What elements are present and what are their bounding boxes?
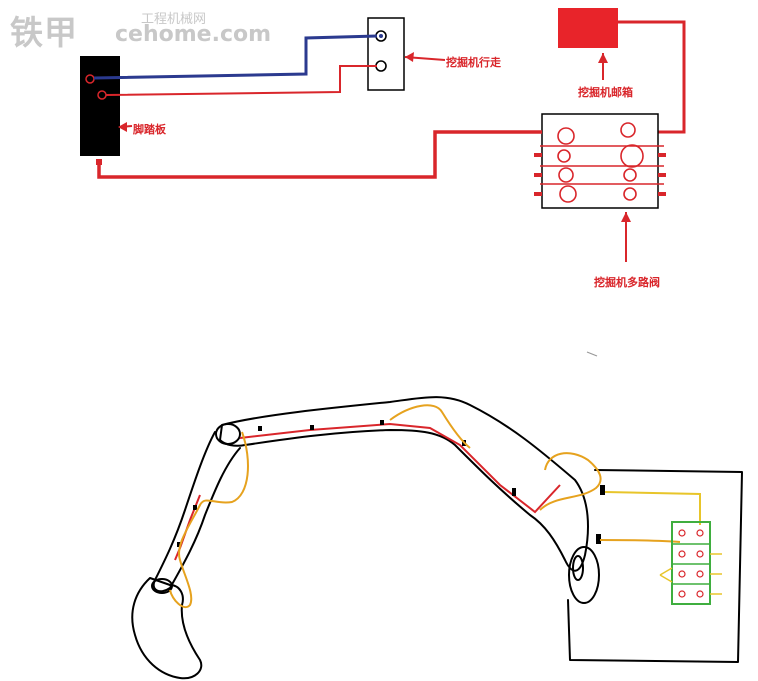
boom-red-line bbox=[239, 422, 561, 514]
red-pilot-line bbox=[105, 65, 377, 96]
valve-arrow-head bbox=[621, 212, 631, 222]
boom-foot bbox=[568, 546, 600, 604]
orange-hose-boom bbox=[389, 404, 471, 449]
valve-port bbox=[557, 127, 575, 145]
boom-joint bbox=[215, 423, 241, 445]
bucket-outline bbox=[131, 577, 203, 680]
travel-port-1-dot bbox=[379, 34, 383, 38]
bucket-pin bbox=[151, 578, 173, 594]
green-valve-block bbox=[659, 521, 722, 605]
valve-port bbox=[620, 144, 644, 168]
watermark-brand: 铁甲 bbox=[10, 13, 78, 52]
valve-rods bbox=[540, 145, 664, 185]
orange-hose-arm bbox=[169, 431, 249, 609]
valve-port bbox=[623, 187, 637, 201]
pedal-port-3 bbox=[96, 159, 102, 165]
valve-port bbox=[558, 167, 574, 183]
stick-outline bbox=[152, 431, 241, 593]
valve-port bbox=[620, 122, 636, 138]
pedal-block bbox=[80, 56, 120, 156]
tank-return-line bbox=[618, 20, 686, 134]
yellow-hose bbox=[604, 491, 701, 525]
valve-port bbox=[623, 168, 637, 182]
label-pedal: 脚踏板 bbox=[133, 123, 166, 136]
stray-mark bbox=[586, 351, 598, 357]
valve-port bbox=[557, 149, 571, 163]
watermark-domain: cehome.com bbox=[115, 22, 272, 47]
valve-stubs bbox=[534, 153, 666, 196]
supply-line bbox=[97, 130, 542, 179]
tank-arrow-head bbox=[598, 53, 608, 63]
orange-hose-valve bbox=[599, 539, 681, 543]
pedal-port-1 bbox=[85, 74, 95, 84]
valve-port bbox=[559, 185, 577, 203]
watermark-site: 工程机械网 bbox=[141, 12, 207, 27]
label-travel: 挖掘机行走 bbox=[446, 56, 501, 69]
excavator-sketch bbox=[131, 396, 743, 680]
boom-outline bbox=[219, 396, 589, 572]
blue-pilot-line bbox=[93, 34, 378, 80]
tank-block bbox=[558, 8, 618, 48]
cab-outline bbox=[567, 469, 743, 663]
boom-foot-inner bbox=[572, 555, 584, 581]
travel-box bbox=[367, 17, 405, 91]
label-valve: 挖掘机多路阀 bbox=[594, 276, 660, 289]
valve-spools bbox=[557, 122, 644, 203]
pedal-arrow-head bbox=[118, 122, 127, 132]
travel-arrow-head bbox=[405, 52, 414, 62]
label-tank: 挖掘机邮箱 bbox=[578, 86, 633, 99]
orange-hose-cab bbox=[539, 452, 602, 511]
line-clips bbox=[177, 420, 605, 547]
